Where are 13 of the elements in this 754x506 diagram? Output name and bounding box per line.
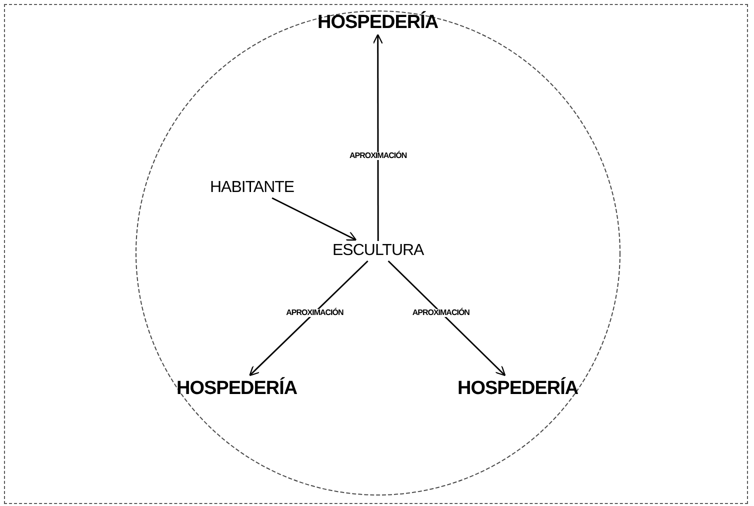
dashed-circle (135, 10, 621, 496)
place-label: HOSPEDERÍA (458, 378, 578, 398)
arrow (272, 197, 357, 241)
place-label: HOSPEDERÍA (318, 12, 438, 32)
arrow (388, 260, 506, 376)
arrow (372, 34, 383, 241)
node-label: ESCULTURA (332, 243, 424, 259)
edge-label: APROXIMACIÓN (348, 152, 408, 160)
edge-label: APROXIMACIÓN (285, 308, 344, 317)
node-label: HABITANTE (210, 180, 294, 196)
arrow (249, 260, 368, 376)
edge-label: APROXIMACIÓN (411, 308, 470, 317)
place-label: HOSPEDERÍA (176, 378, 298, 398)
